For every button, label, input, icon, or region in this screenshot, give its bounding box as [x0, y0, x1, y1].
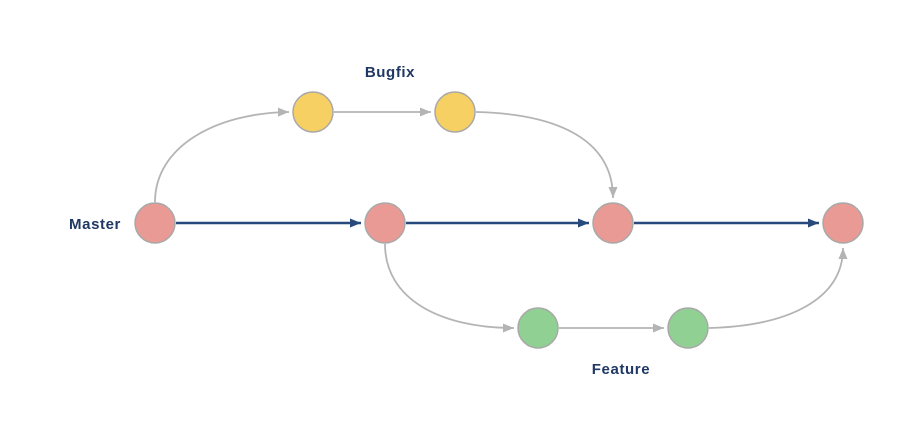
- feature-branch-edge: [384, 243, 515, 333]
- master-commit-2-node: [364, 202, 406, 244]
- feature-merge-edge: [708, 247, 848, 329]
- master-commit-4-node: [822, 202, 864, 244]
- bugfix-branch-label: Bugfix: [365, 64, 415, 81]
- master-branch-label: Master: [69, 216, 121, 233]
- bugfix-commit-1-node: [292, 91, 334, 133]
- master-commit-1-node: [134, 202, 176, 244]
- nodes-layer: [134, 91, 864, 349]
- feature-commit-2-node: [667, 307, 709, 349]
- bugfix-merge-edge: [475, 111, 618, 199]
- bugfix-branch-edge: [154, 107, 290, 203]
- master-commit-3-node: [592, 202, 634, 244]
- feature-commit-1-node: [517, 307, 559, 349]
- labels-layer: Master Bugfix Feature: [69, 64, 650, 378]
- edges-layer: [154, 107, 848, 333]
- feature-branch-label: Feature: [592, 361, 650, 378]
- bugfix-commit-2-node: [434, 91, 476, 133]
